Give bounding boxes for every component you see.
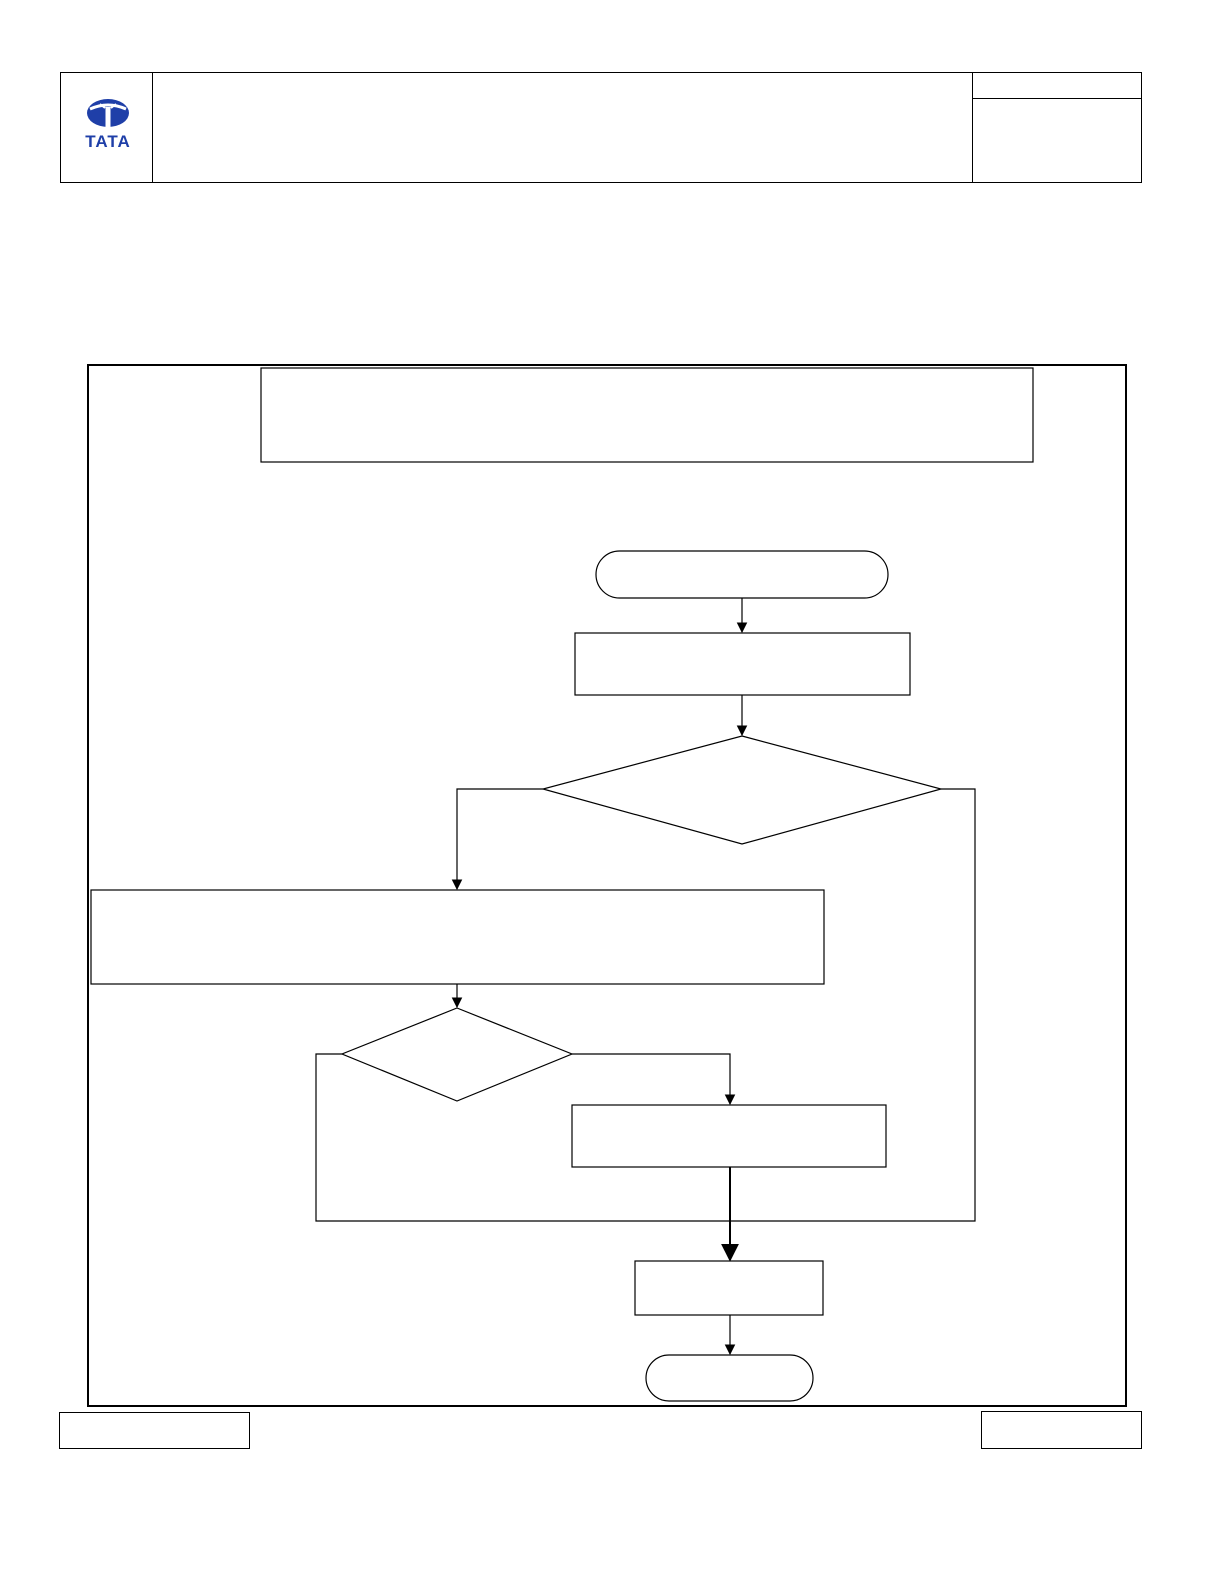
footer-right-cell (981, 1411, 1142, 1449)
decision-1 (540, 735, 944, 845)
process-step-4 (634, 1260, 824, 1316)
flowchart-frame (87, 364, 1127, 1407)
footer-left-cell (59, 1412, 250, 1449)
connector-decision-2-to-step-3 (572, 1053, 736, 1106)
connector-decision-1-to-step-2 (451, 788, 543, 891)
process-step-2 (90, 889, 825, 985)
start-terminator (595, 550, 889, 599)
company-logo: TATA (78, 98, 138, 156)
logo-wordmark: TATA (85, 132, 131, 151)
tata-emblem-icon (87, 99, 129, 128)
end-terminator (645, 1354, 814, 1402)
header-revision-cell (972, 98, 1142, 183)
process-step-1 (574, 632, 911, 696)
connector-decision-1-bypass (315, 788, 976, 1222)
process-step-3 (571, 1104, 887, 1168)
flowchart-banner (260, 367, 1034, 463)
decision-2 (340, 1007, 574, 1102)
